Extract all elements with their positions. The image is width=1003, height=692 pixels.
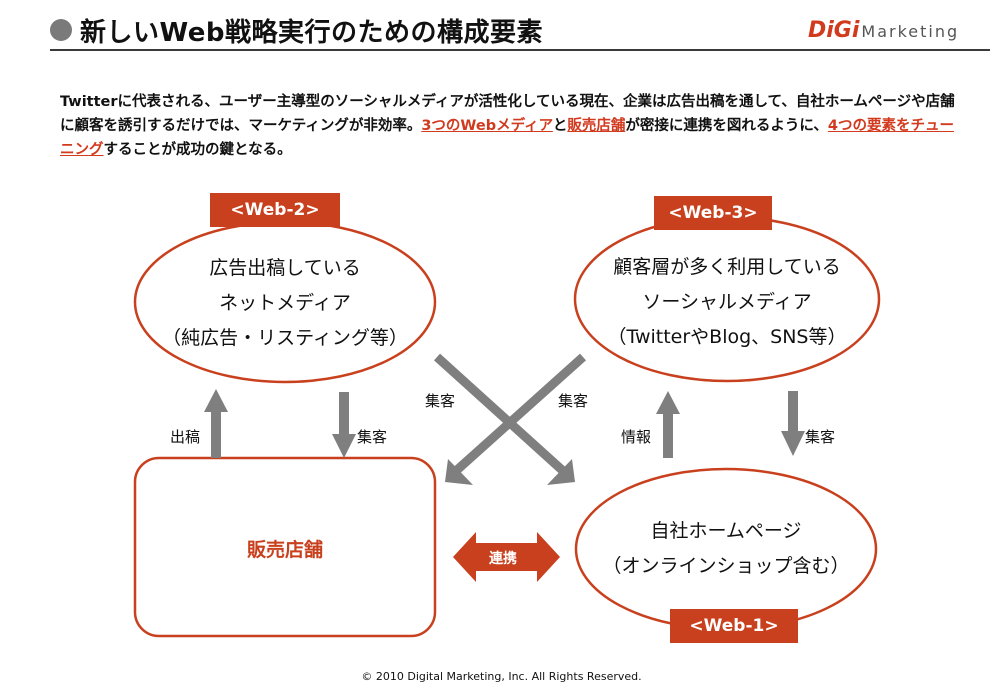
intro-paragraph: Twitterに代表される、ユーザー主導型のソーシャルメディアが活性化している現…: [60, 90, 960, 162]
store-box: [133, 456, 437, 638]
arrow-cross-to-store: [445, 353, 587, 485]
title-bullet-icon: [50, 19, 72, 41]
label-left-down: 集客: [357, 428, 388, 446]
arrow-left-down: [332, 392, 356, 458]
logo-marketing: Marketing: [861, 22, 960, 41]
web3-tag: <Web-3>: [654, 196, 772, 230]
web1-line1: 自社ホームページ: [650, 520, 802, 542]
copyright-footer: © 2010 Digital Marketing, Inc. All Right…: [361, 670, 642, 683]
web2-text: 広告出稿している ネットメディア （純広告・リスティング等）: [135, 251, 435, 356]
web2-line3: （純広告・リスティング等）: [162, 327, 408, 349]
arrow-cross-to-web1: [433, 353, 575, 485]
web3-line1: 顧客層が多く利用している: [613, 256, 841, 278]
web2-tag: <Web-2>: [210, 193, 340, 227]
web3-text: 顧客層が多く利用している ソーシャルメディア （TwitterやBlog、SNS…: [575, 250, 879, 355]
web1-text: 自社ホームページ （オンラインショップ含む）: [576, 514, 876, 584]
web2-line2: ネットメディア: [219, 292, 351, 314]
intro-highlight-web-media: 3つのWebメディア: [421, 118, 553, 134]
intro-text-2: と: [552, 118, 568, 134]
label-cross-left: 集客: [425, 392, 456, 410]
web3-line2: ソーシャルメディア: [642, 291, 812, 313]
intro-highlight-tuning: 4つの要素をチューニング: [60, 118, 954, 158]
store-label: 販売店舗: [246, 539, 323, 561]
title-divider: [50, 49, 990, 51]
label-left-up: 出稿: [170, 428, 201, 446]
arrow-right-up: [656, 391, 680, 458]
web3-line3: （TwitterやBlog、SNS等）: [607, 326, 847, 348]
label-cross-right: 集客: [558, 392, 589, 410]
arrow-right-down: [781, 391, 805, 456]
web1-tag: <Web-1>: [670, 609, 798, 643]
intro-text-4: することが成功の鍵となる。: [103, 142, 292, 158]
link-double-arrow: [453, 532, 560, 582]
intro-text-3: が密接に連携を図れるように、: [625, 118, 828, 134]
web2-line1: 広告出稿している: [209, 257, 361, 279]
page-title: 新しいWeb戦略実行のための構成要素: [80, 18, 543, 48]
intro-text-1: Twitterに代表される、ユーザー主導型のソーシャルメディアが活性化している現…: [60, 94, 955, 134]
logo-digi: DiGi: [808, 18, 860, 43]
label-link: 連携: [489, 551, 517, 567]
arrow-left-up: [204, 389, 228, 458]
label-right-up: 情報: [621, 428, 652, 446]
web1-line2: （オンラインショップ含む）: [602, 555, 850, 577]
intro-highlight-store: 販売店舗: [567, 118, 626, 134]
label-right-down: 集客: [805, 428, 836, 446]
